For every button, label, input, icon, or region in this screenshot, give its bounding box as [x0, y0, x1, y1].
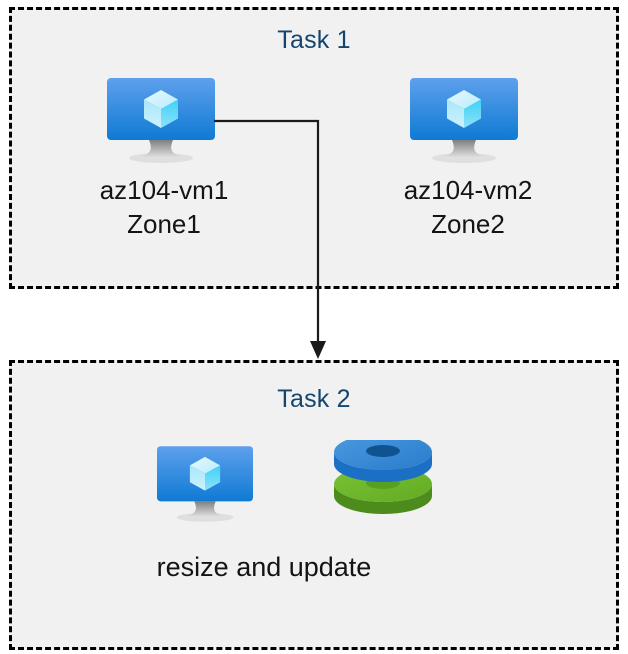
virtual-machine-icon: [107, 78, 215, 168]
task2-caption: resize and update: [156, 552, 372, 582]
disk-blue: [334, 434, 432, 482]
virtual-machine-icon: [410, 78, 518, 168]
virtual-machine-icon: [157, 446, 253, 527]
managed-disks-icon: [330, 434, 436, 531]
task2-container: [9, 360, 619, 650]
down-arrowhead: [310, 341, 326, 359]
task2-title: Task 2: [277, 385, 351, 413]
vm1-label: az104-vm1 Zone1: [99, 175, 229, 239]
vm2-label: az104-vm2 Zone2: [403, 175, 533, 239]
task1-title: Task 1: [277, 26, 351, 54]
